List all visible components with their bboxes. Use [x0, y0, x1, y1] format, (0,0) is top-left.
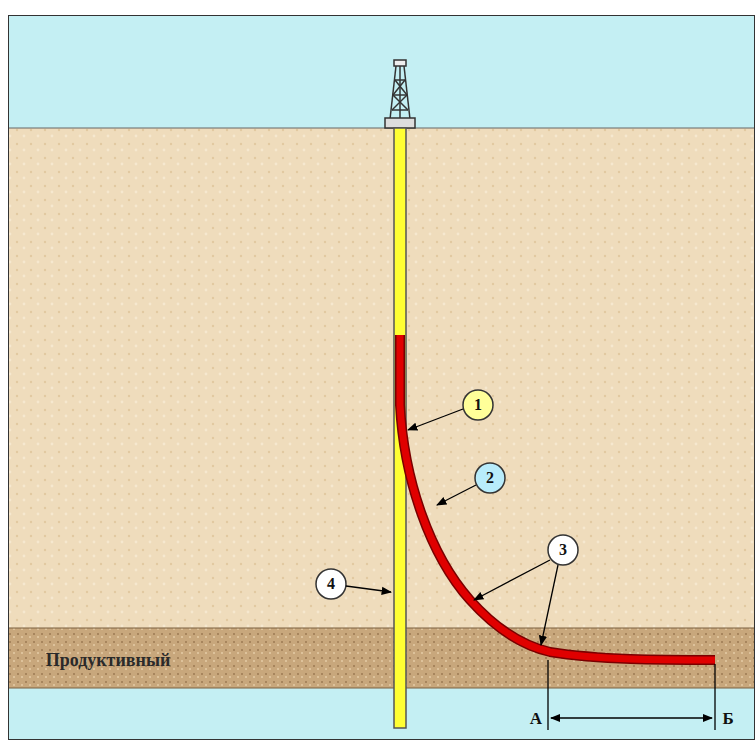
sky-band [8, 15, 755, 128]
dimension-letter: Б [722, 710, 733, 727]
callout-circle [475, 463, 505, 493]
callout-circle [463, 390, 493, 420]
sidetrack-outline [400, 335, 715, 660]
overburden-layer [8, 128, 755, 628]
callout-number: 1 [474, 397, 482, 413]
layer-boundary [8, 628, 755, 629]
horizontal-sidetrack [400, 335, 715, 660]
dimension-letter: А [530, 710, 542, 727]
layer-boundary [8, 688, 755, 689]
leader-lines [346, 409, 558, 645]
layer-boundary [8, 128, 755, 129]
layer-name: Продуктивный [46, 651, 171, 669]
bottom-layer [8, 688, 755, 740]
derrick [385, 60, 415, 128]
callout-number: 3 [559, 542, 567, 558]
dimension-line [548, 660, 715, 730]
callout-number: 4 [327, 576, 335, 592]
callout-circle [316, 569, 346, 599]
callout-circle [548, 535, 578, 565]
callout-number: 2 [486, 470, 494, 486]
frame [9, 16, 755, 740]
